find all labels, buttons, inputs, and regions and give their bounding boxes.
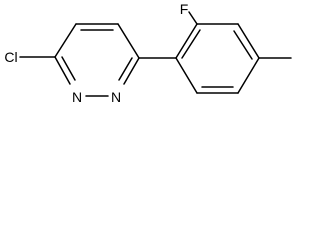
bond-c4-c3 — [117, 23, 140, 59]
atom-label-chlorine: Cl — [4, 49, 17, 65]
bond-c3-n2 — [123, 57, 140, 85]
atom-label-nitrogen-2: N — [111, 89, 121, 105]
bond-c2-f — [188, 11, 198, 25]
bond-c1-c2-inner — [181, 29, 201, 59]
phenyl-ring — [175, 23, 260, 94]
bond-n1-c6 — [54, 56, 71, 85]
atom-label-fluorine: F — [180, 1, 189, 17]
bond-c6-c5 — [54, 23, 77, 58]
bond-c3-c4-inner — [233, 30, 253, 60]
atom-label-nitrogen-1: N — [72, 89, 82, 105]
bond-c3-c4 — [237, 23, 260, 59]
bond-n1-c6-inner — [61, 56, 76, 81]
pyridazine-ring — [54, 23, 140, 97]
bond-c4-c5 — [237, 57, 260, 94]
bond-c6-c1 — [175, 57, 198, 94]
structure-diagram: Cl N N F — [4, 1, 292, 105]
bond-c1-c2 — [175, 23, 198, 59]
bond-c3-n2-inner — [118, 57, 133, 81]
